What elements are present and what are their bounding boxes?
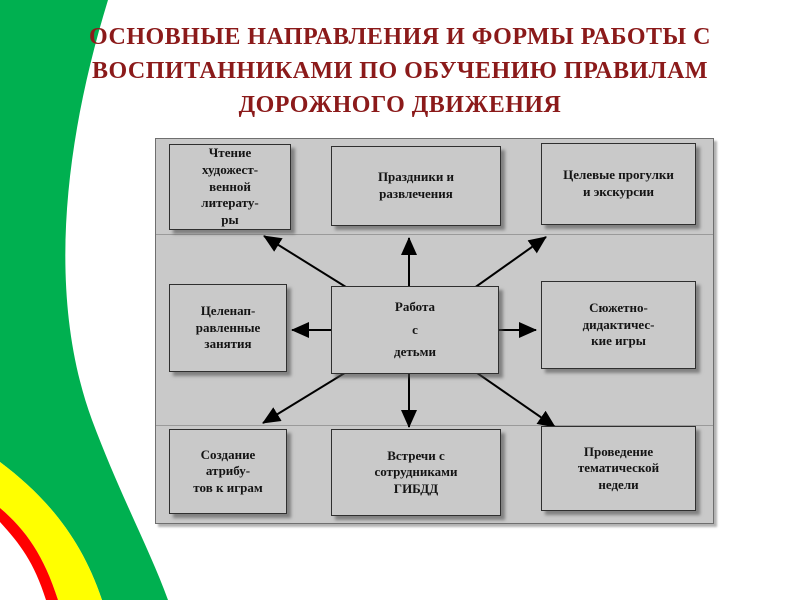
node-walks-excursions: Целевые прогулки и экскурсии — [541, 143, 696, 225]
node-gibdd-meetings: Встречи с сотрудниками ГИБДД — [331, 429, 501, 516]
node-reading-fiction: Чтение художест- венной литерату- ры — [169, 144, 291, 230]
row-divider-top — [156, 234, 713, 235]
node-themed-week: Проведение тематической недели — [541, 426, 696, 511]
node-work-with-children: Работа с детьми — [331, 286, 499, 374]
node-targeted-lessons: Целенап- равленные занятия — [169, 284, 287, 372]
node-didactic-games: Сюжетно- дидактичес- кие игры — [541, 281, 696, 369]
slide-title: ОСНОВНЫЕ НАПРАВЛЕНИЯ И ФОРМЫ РАБОТЫ С ВО… — [89, 24, 711, 119]
green-arc — [0, 0, 168, 600]
node-holidays: Праздники и развлечения — [331, 146, 501, 226]
node-game-attributes: Создание атрибу- тов к играм — [169, 429, 287, 514]
yellow-arc — [0, 462, 102, 600]
diagram-panel: Чтение художест- венной литерату- ры Пра… — [155, 138, 714, 524]
red-arc — [0, 508, 58, 600]
row-divider-bottom — [156, 425, 713, 426]
